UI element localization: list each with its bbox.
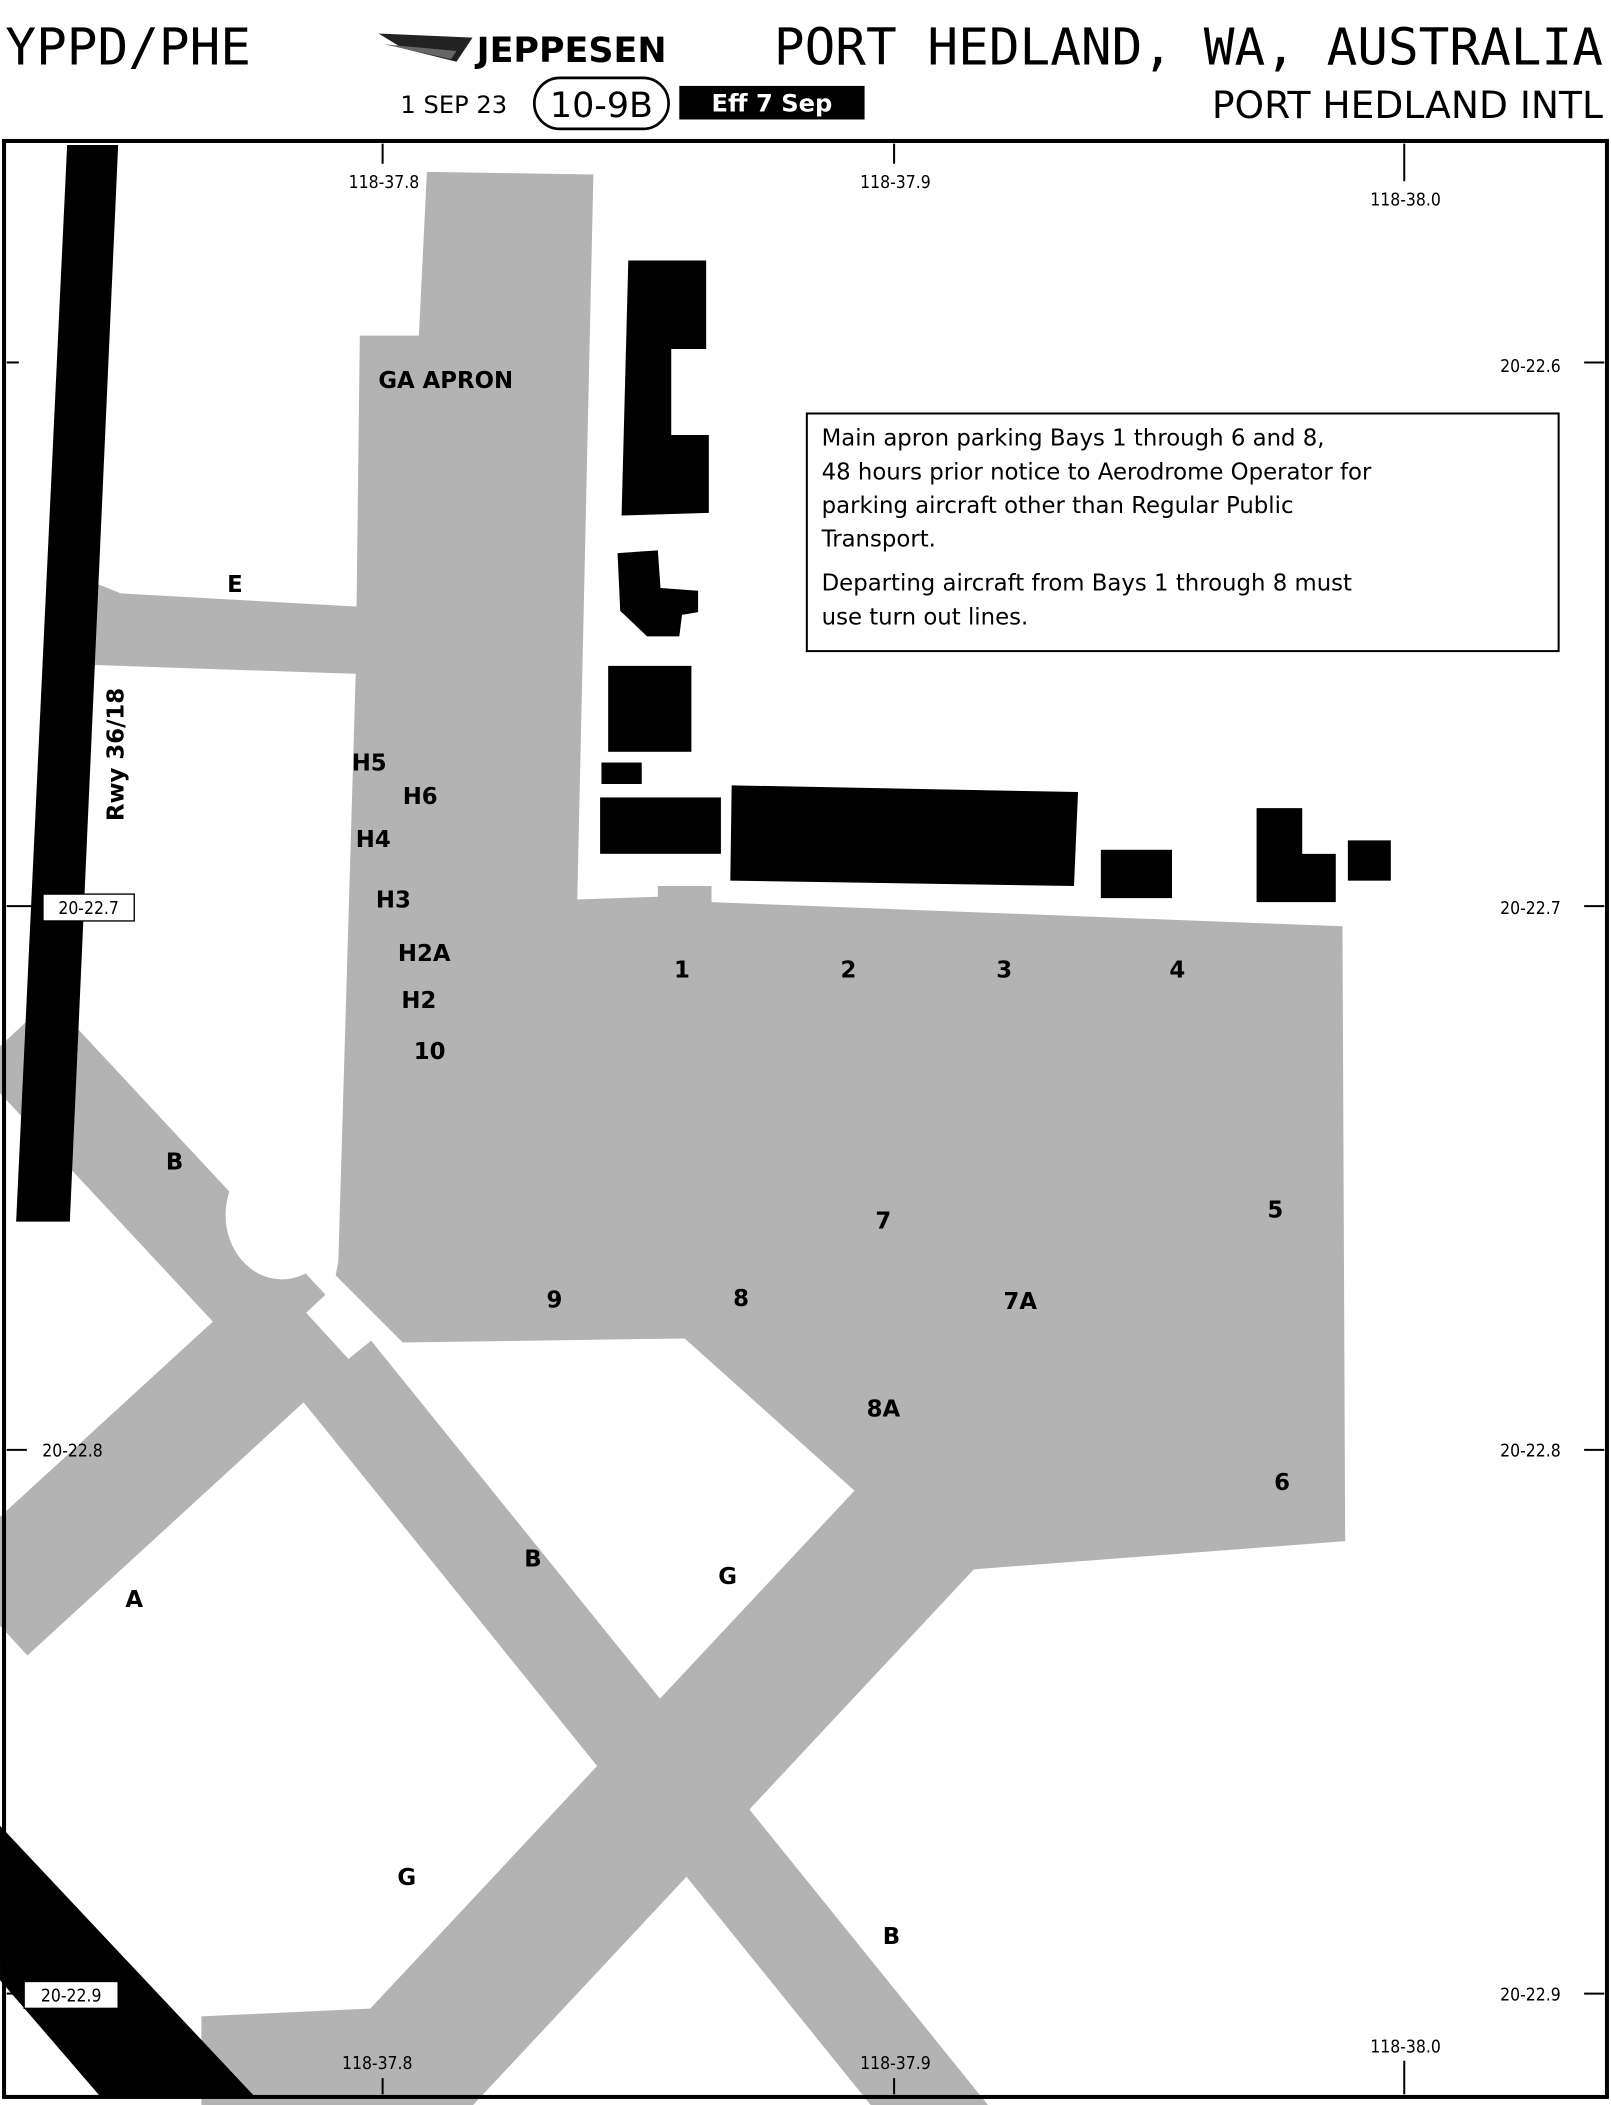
stand-label: 7 <box>875 1208 891 1234</box>
parking-note: Main apron parking Bays 1 through 6 and … <box>805 412 1560 653</box>
building <box>1256 808 1336 903</box>
longitude-label: 118-38.0 <box>1370 190 1441 210</box>
longitude-label: 118-37.8 <box>342 2054 413 2074</box>
pavement <box>0 171 1346 2105</box>
longitude-label: 118-38.0 <box>1370 2038 1441 2058</box>
chart-number-oval <box>532 76 670 131</box>
latitude-label: 20-22.8 <box>42 1442 103 1462</box>
stand-label: 9 <box>547 1288 563 1314</box>
chart-date: 1 SEP 23 <box>400 91 507 119</box>
latitude-box <box>23 1980 119 2010</box>
airport-name: PORT HEDLAND INTL <box>1212 83 1603 127</box>
taxiway-g-stub <box>201 2006 403 2105</box>
latitude-label: 20-22.8 <box>1500 1442 1561 1462</box>
runway-label: Rwy 36/18 <box>104 688 130 821</box>
brand-name: JEPPESEN <box>475 31 667 71</box>
graticule-ticks <box>6 143 1605 2095</box>
main-apron <box>335 171 1346 1571</box>
stand-label: 1 <box>674 957 690 983</box>
note-line: use turn out lines. <box>822 604 1029 630</box>
stand-labels: H5 H6 H4 H3 H2A H2 10 1 2 3 4 7 5 9 8 7A… <box>352 751 1290 1497</box>
runway-36-18 <box>16 144 119 1222</box>
stand-label: H6 <box>403 784 438 810</box>
taxiway-label: G <box>718 1564 737 1590</box>
stand-label: 8 <box>733 1286 749 1312</box>
stand-label: H3 <box>376 888 411 914</box>
taxiway-e <box>80 577 360 674</box>
ga-apron-label: GA APRON <box>378 368 513 394</box>
taxiway-labels: E B A B G G B <box>125 572 900 1950</box>
chart-frame <box>2 138 1609 2099</box>
note-line: Transport. <box>821 526 936 552</box>
airport-ident: YPPD/PHE <box>5 18 251 77</box>
taxiway-label: B <box>883 1924 900 1950</box>
building <box>621 260 709 516</box>
effective-badge <box>679 85 865 120</box>
building <box>600 797 721 854</box>
chart-number: 10-9B <box>550 86 653 126</box>
note-line: Departing aircraft from Bays 1 through 8… <box>822 571 1352 597</box>
stand-label: H2A <box>398 941 451 967</box>
latitude-label: 20-22.9 <box>41 1987 102 2007</box>
latitude-label: 20-22.6 <box>1500 357 1561 377</box>
longitude-label: 118-37.9 <box>860 173 931 193</box>
note-line: Main apron parking Bays 1 through 6 and … <box>822 426 1325 452</box>
stand-label: H5 <box>352 751 387 777</box>
note-line: 48 hours prior notice to Aerodrome Opera… <box>822 459 1372 485</box>
latitude-label: 20-22.7 <box>1500 899 1561 919</box>
latitude-box <box>42 893 135 922</box>
building <box>1100 849 1172 899</box>
stand-label: 7A <box>1004 1289 1038 1315</box>
stand-label: 8A <box>867 1396 901 1422</box>
longitude-label: 118-37.8 <box>349 173 420 193</box>
latitude-label: 20-22.9 <box>1500 1985 1561 2005</box>
location-title: PORT HEDLAND, WA, AUSTRALIA <box>774 18 1603 77</box>
buildings <box>600 260 1391 903</box>
building <box>730 785 1079 887</box>
stand-label: 3 <box>996 957 1012 983</box>
jeppesen-logo: JEPPESEN <box>378 31 667 71</box>
building <box>608 665 692 752</box>
taxiway-label: G <box>397 1865 416 1891</box>
taxiway-label: A <box>125 1587 143 1613</box>
stand-label: 2 <box>841 957 857 983</box>
building <box>1347 840 1391 881</box>
building <box>617 550 699 637</box>
latitude-label: 20-22.7 <box>58 899 119 919</box>
chart-header: YPPD/PHE JEPPESEN PORT HEDLAND, WA, AUST… <box>5 18 1603 131</box>
stand-label: H2 <box>401 988 436 1014</box>
stand-label: 5 <box>1267 1198 1283 1224</box>
taxiway-label: E <box>227 572 243 598</box>
note-line: parking aircraft other than Regular Publ… <box>822 493 1294 519</box>
taxiway-label: B <box>166 1149 183 1175</box>
stand-label: 6 <box>1274 1470 1290 1496</box>
effective-date: Eff 7 Sep <box>712 89 833 117</box>
taxiway-a <box>0 1271 350 1656</box>
stand-label: H4 <box>356 827 391 853</box>
taxiway-g <box>297 1468 978 2105</box>
stand-label: 4 <box>1169 957 1185 983</box>
longitude-label: 118-37.9 <box>860 2054 931 2074</box>
taxiway-label: B <box>524 1547 541 1573</box>
building <box>601 762 642 785</box>
coordinates: 118-37.8 118-37.9 118-38.0 118-37.8 118-… <box>23 173 1561 2074</box>
stand-label: 10 <box>414 1039 446 1065</box>
infield <box>225 1150 339 1280</box>
